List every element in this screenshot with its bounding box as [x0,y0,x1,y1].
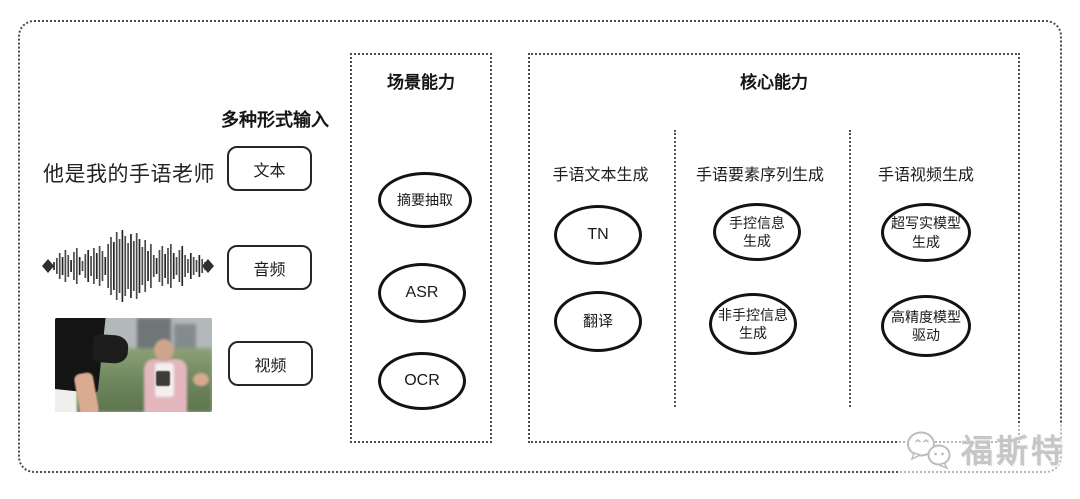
column-divider [674,130,676,407]
node-asr: ASR [378,263,466,323]
node-ocr: OCR [378,352,466,410]
input-box-video: 视频 [228,341,313,386]
audio-waveform-icon [42,230,214,302]
input-box-audio-label: 音频 [253,261,286,279]
column-label-video-generation: 手语视频生成 [877,167,974,184]
column-divider [849,130,851,407]
watermark: 福斯特 [898,424,1073,474]
node-hyperrealistic-model-generation: 超写实模型 生成 [881,203,971,262]
photo-building [174,323,197,356]
photo-camera-lens [91,333,129,365]
input-box-text-label: 文本 [253,162,286,180]
scene-capability-title: 场景能力 [387,73,455,92]
watermark-text: 福斯特 [961,433,1067,469]
node-summary-extraction: 摘要抽取 [378,172,472,228]
reporter-photo [55,318,212,412]
outer-dotted-frame [18,20,1062,473]
node-nonmanual-info-generation: 非手控信息 生成 [709,293,797,355]
column-label-text-generation: 手语文本生成 [552,167,649,184]
core-capability-title: 核心能力 [740,73,808,92]
node-manual-info-generation: 手控信息 生成 [713,203,801,261]
input-box-audio: 音频 [227,245,312,290]
node-tn: TN [554,205,642,265]
node-translation: 翻译 [554,291,642,352]
input-section-label: 多种形式输入 [221,110,329,130]
input-box-text: 文本 [227,146,312,191]
sample-sentence-text: 他是我的手语老师 [43,163,215,186]
column-label-element-sequence-generation: 手语要素序列生成 [695,167,824,184]
photo-reporter-head [153,338,175,362]
photo-reporter-hand [193,372,209,386]
chat-bubbles-icon [907,431,951,470]
input-box-video-label: 视频 [254,357,287,375]
node-high-precision-model-driving: 高精度模型 驱动 [881,295,971,357]
photo-microphone [156,370,171,386]
